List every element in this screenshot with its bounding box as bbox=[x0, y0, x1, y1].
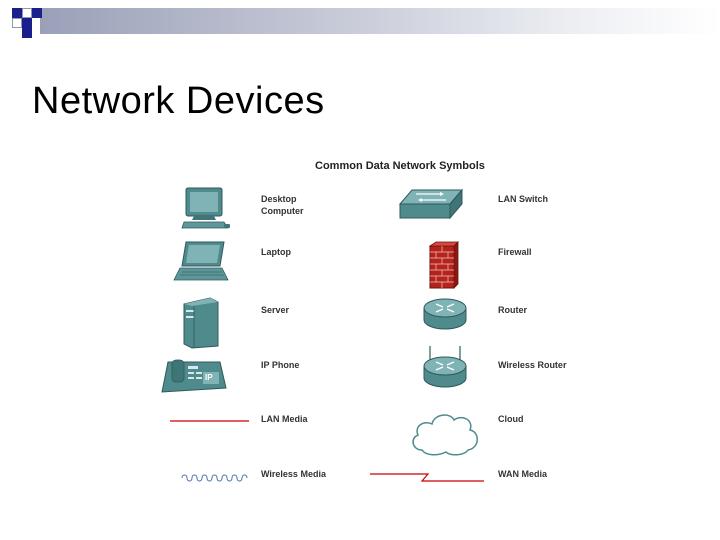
laptop-label: Laptop bbox=[261, 246, 291, 258]
lan-switch-label: LAN Switch bbox=[498, 193, 548, 205]
wireless-media-line bbox=[180, 472, 250, 484]
ip-badge: IP bbox=[205, 373, 213, 382]
router-icon bbox=[422, 296, 468, 332]
diagram-title: Common Data Network Symbols bbox=[315, 160, 485, 172]
page-title: Network Devices bbox=[32, 80, 325, 123]
header-square bbox=[22, 8, 32, 18]
cloud-icon bbox=[408, 408, 482, 458]
desktop-computer-icon bbox=[180, 186, 232, 232]
laptop-icon bbox=[172, 240, 234, 284]
header-square bbox=[12, 8, 22, 18]
header-square bbox=[32, 8, 42, 18]
ip-phone-icon: IP bbox=[156, 358, 228, 396]
header-square bbox=[22, 18, 32, 28]
ip-phone-label: IP Phone bbox=[261, 359, 299, 371]
cloud-label: Cloud bbox=[498, 413, 524, 425]
lan-switch-icon bbox=[398, 186, 464, 220]
header-square bbox=[22, 28, 32, 38]
firewall-icon bbox=[428, 240, 460, 290]
firewall-label: Firewall bbox=[498, 246, 532, 258]
server-label: Server bbox=[261, 304, 289, 316]
header-band bbox=[40, 8, 720, 34]
lan-media-label: LAN Media bbox=[261, 413, 308, 425]
wireless-router-label: Wireless Router bbox=[498, 359, 566, 371]
server-icon bbox=[182, 296, 220, 350]
desktop-computer-label: Desktop Computer bbox=[261, 193, 304, 217]
wireless-router-icon bbox=[422, 344, 468, 390]
router-label: Router bbox=[498, 304, 527, 316]
lan-media-line bbox=[170, 418, 250, 424]
wan-media-label: WAN Media bbox=[498, 468, 547, 480]
wan-media-line bbox=[370, 468, 486, 484]
header-square bbox=[12, 18, 22, 28]
wireless-media-label: Wireless Media bbox=[261, 468, 326, 480]
